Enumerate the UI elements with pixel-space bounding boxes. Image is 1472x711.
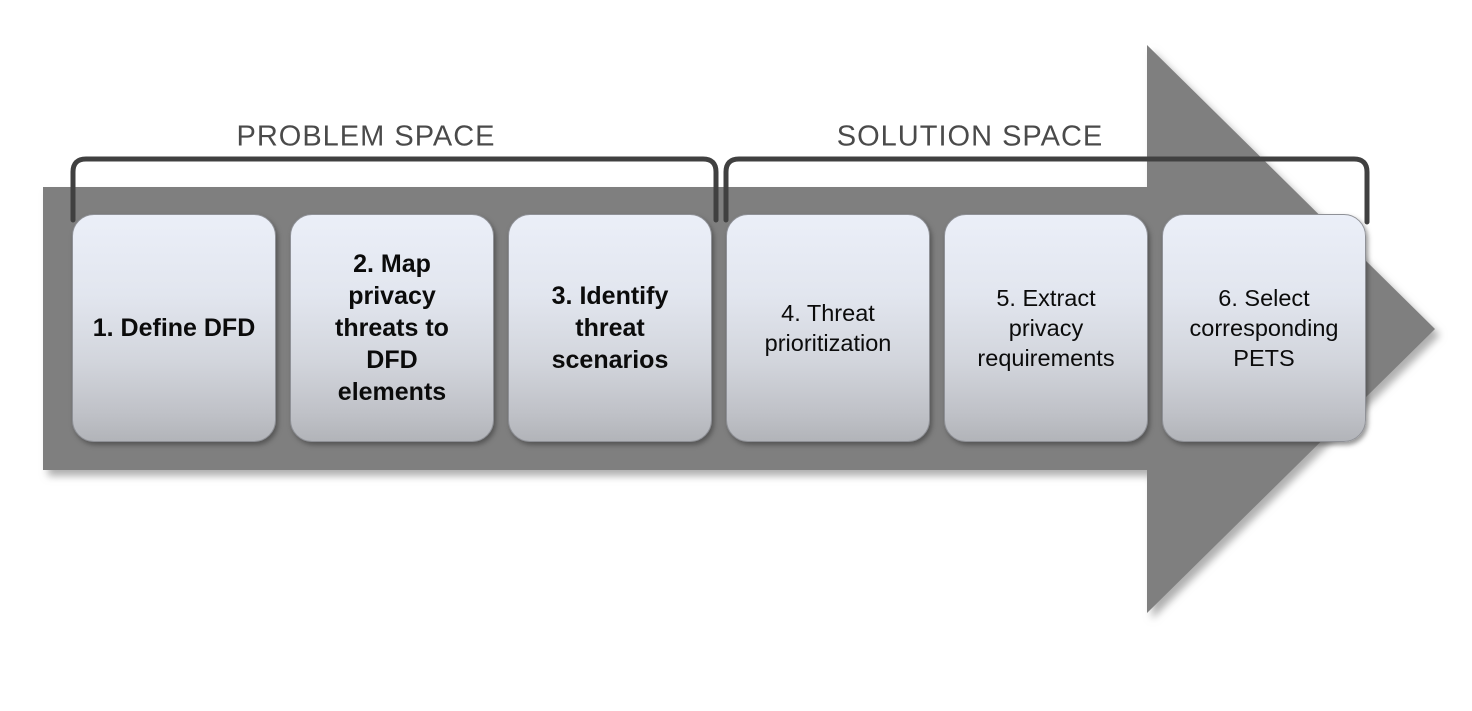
solution-space-bracket — [723, 156, 1370, 225]
problem-space-bracket — [70, 156, 719, 223]
step-label: 3. Identify threat scenarios — [551, 282, 669, 374]
problem-space-label: PROBLEM SPACE — [236, 120, 496, 153]
step-box-threat-prioritization: 4. Threat prioritization — [726, 214, 930, 442]
step-box-select-corresponding-pets: 6. Select corresponding PETS — [1162, 214, 1366, 442]
step-box-extract-privacy-requirements: 5. Extract privacy requirements — [944, 214, 1148, 442]
step-box-define-dfd: 1. Define DFD — [72, 214, 276, 442]
step-box-map-privacy-threats: 2. Map privacy threats to DFD elements — [290, 214, 494, 442]
step-label: 4. Threat prioritization — [764, 299, 892, 356]
step-label: 6. Select corresponding PETS — [1189, 284, 1339, 372]
step-box-identify-threat-scenarios: 3. Identify threat scenarios — [508, 214, 712, 442]
step-label: 5. Extract privacy requirements — [977, 284, 1115, 372]
step-label: 1. Define DFD — [92, 314, 256, 342]
solution-space-label: SOLUTION SPACE — [836, 120, 1104, 153]
step-label: 2. Map privacy threats to DFD elements — [335, 250, 449, 406]
